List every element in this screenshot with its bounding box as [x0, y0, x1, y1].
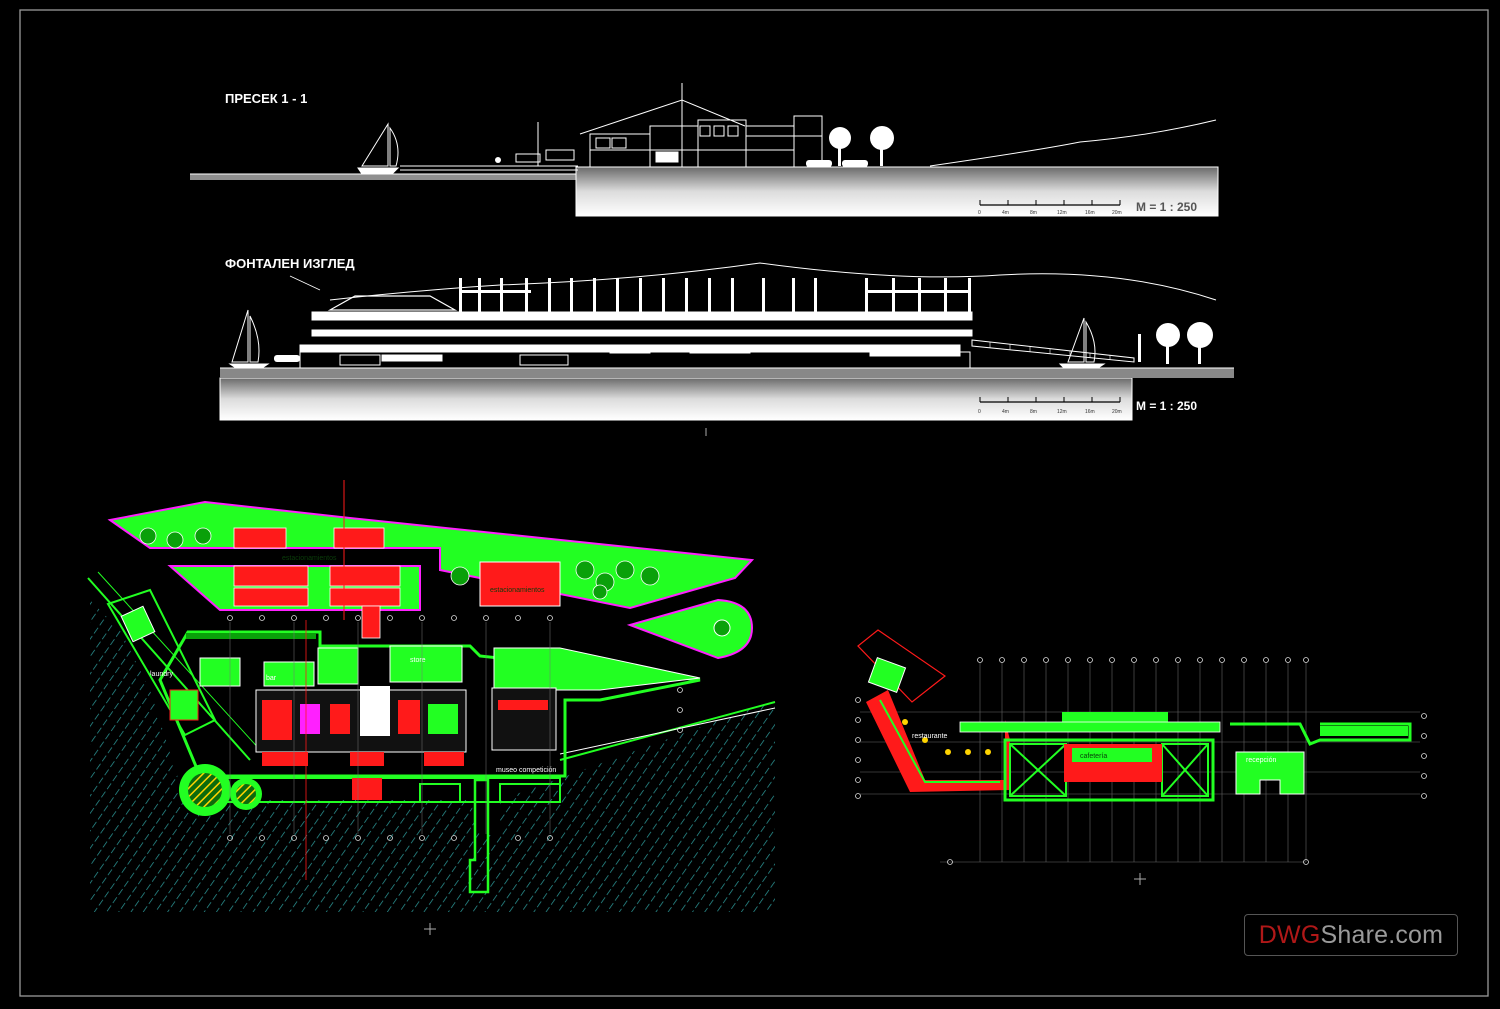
front-tick-20: 20m — [1112, 409, 1122, 415]
section-1-1: ПРЕСЕК 1 - 1 — [190, 83, 1219, 217]
front-tree-icon — [1138, 322, 1213, 364]
front-building — [299, 295, 973, 369]
section-scale-bar: 0 4m 8m 12m 16m 20m M = 1 : 250 — [978, 200, 1197, 216]
front-tick-8: 8m — [1030, 409, 1037, 415]
front-sailboat-left-icon — [228, 309, 270, 369]
front-tick-4: 4m — [1002, 409, 1009, 415]
floor-plan-right: restaurante cafetería recepción — [855, 629, 1427, 885]
section-terrain-line — [929, 119, 1217, 167]
front-ground-block — [219, 377, 1133, 421]
reception-label: recepción — [1246, 757, 1276, 764]
sea-hatch — [90, 600, 775, 912]
section-building — [579, 83, 823, 168]
section-tick-0: 0 — [978, 210, 981, 216]
front-title: ФОНТАЛЕН ИЗГЛЕД — [225, 256, 355, 271]
central-hall — [1003, 738, 1215, 802]
section-pier — [190, 174, 580, 180]
round-island — [626, 598, 754, 660]
front-ramp — [971, 339, 1135, 363]
interior-rooms — [255, 686, 557, 766]
front-terrain-line — [329, 262, 1217, 301]
pool-circles — [179, 764, 262, 816]
front-car-icon — [274, 355, 300, 362]
right-block — [1235, 751, 1305, 795]
car-icon — [806, 160, 868, 167]
bar-label: bar — [266, 675, 277, 682]
laundry-label: laundry — [150, 671, 173, 678]
store-label: store — [410, 657, 426, 664]
museum-label: museo competición — [496, 767, 556, 774]
section-tick-16: 16m — [1085, 210, 1095, 216]
front-tick-16: 16m — [1085, 409, 1095, 415]
restaurant-label: restaurante — [912, 733, 948, 740]
sheet-border — [19, 9, 1489, 997]
crosshair-marker — [424, 923, 436, 935]
watermark-part-2: Share.com — [1320, 920, 1444, 949]
jetty — [468, 778, 490, 894]
building-green-blocks — [199, 645, 701, 691]
site-plan-left: estacionamientos estacionamientos — [87, 480, 776, 935]
watermark-part-1: DWG — [1258, 920, 1321, 949]
parking-stalls — [233, 527, 401, 639]
section-title: ПРЕСЕК 1 - 1 — [225, 91, 307, 106]
crosshair-marker-right — [1134, 873, 1146, 885]
grid-markers — [227, 615, 683, 841]
front-tick-12: 12m — [1057, 409, 1067, 415]
parking-label: estacionamientos — [282, 555, 337, 562]
right-grid-markers — [855, 657, 1427, 865]
front-sailboat-right-icon — [1058, 317, 1106, 369]
front-scale-label: M = 1 : 250 — [1136, 399, 1197, 413]
site-tree-icons — [139, 527, 660, 600]
cafe-label: cafetería — [1080, 753, 1107, 760]
sailboat-icon — [357, 122, 400, 175]
front-pergola-columns — [459, 278, 971, 312]
section-tick-12: 12m — [1057, 210, 1067, 216]
left-wing — [106, 588, 217, 737]
section-tick-20: 20m — [1112, 210, 1122, 216]
main-building-platform — [158, 630, 701, 778]
section-tick-4: 4m — [1002, 210, 1009, 216]
section-tick-8: 8m — [1030, 210, 1037, 216]
section-scale-label: M = 1 : 250 — [1136, 200, 1197, 214]
restaurant-band — [866, 690, 1010, 792]
front-tick-0: 0 — [978, 409, 981, 415]
tree-icon — [495, 126, 894, 166]
parking-label-2: estacionamientos — [490, 587, 545, 594]
front-scale-bar: 0 4m 8m 12m 16m 20m M = 1 : 250 — [978, 397, 1197, 415]
front-elevation: ФОНТАЛЕН ИЗГЛЕД — [219, 256, 1234, 436]
section-ground-block — [575, 166, 1219, 217]
